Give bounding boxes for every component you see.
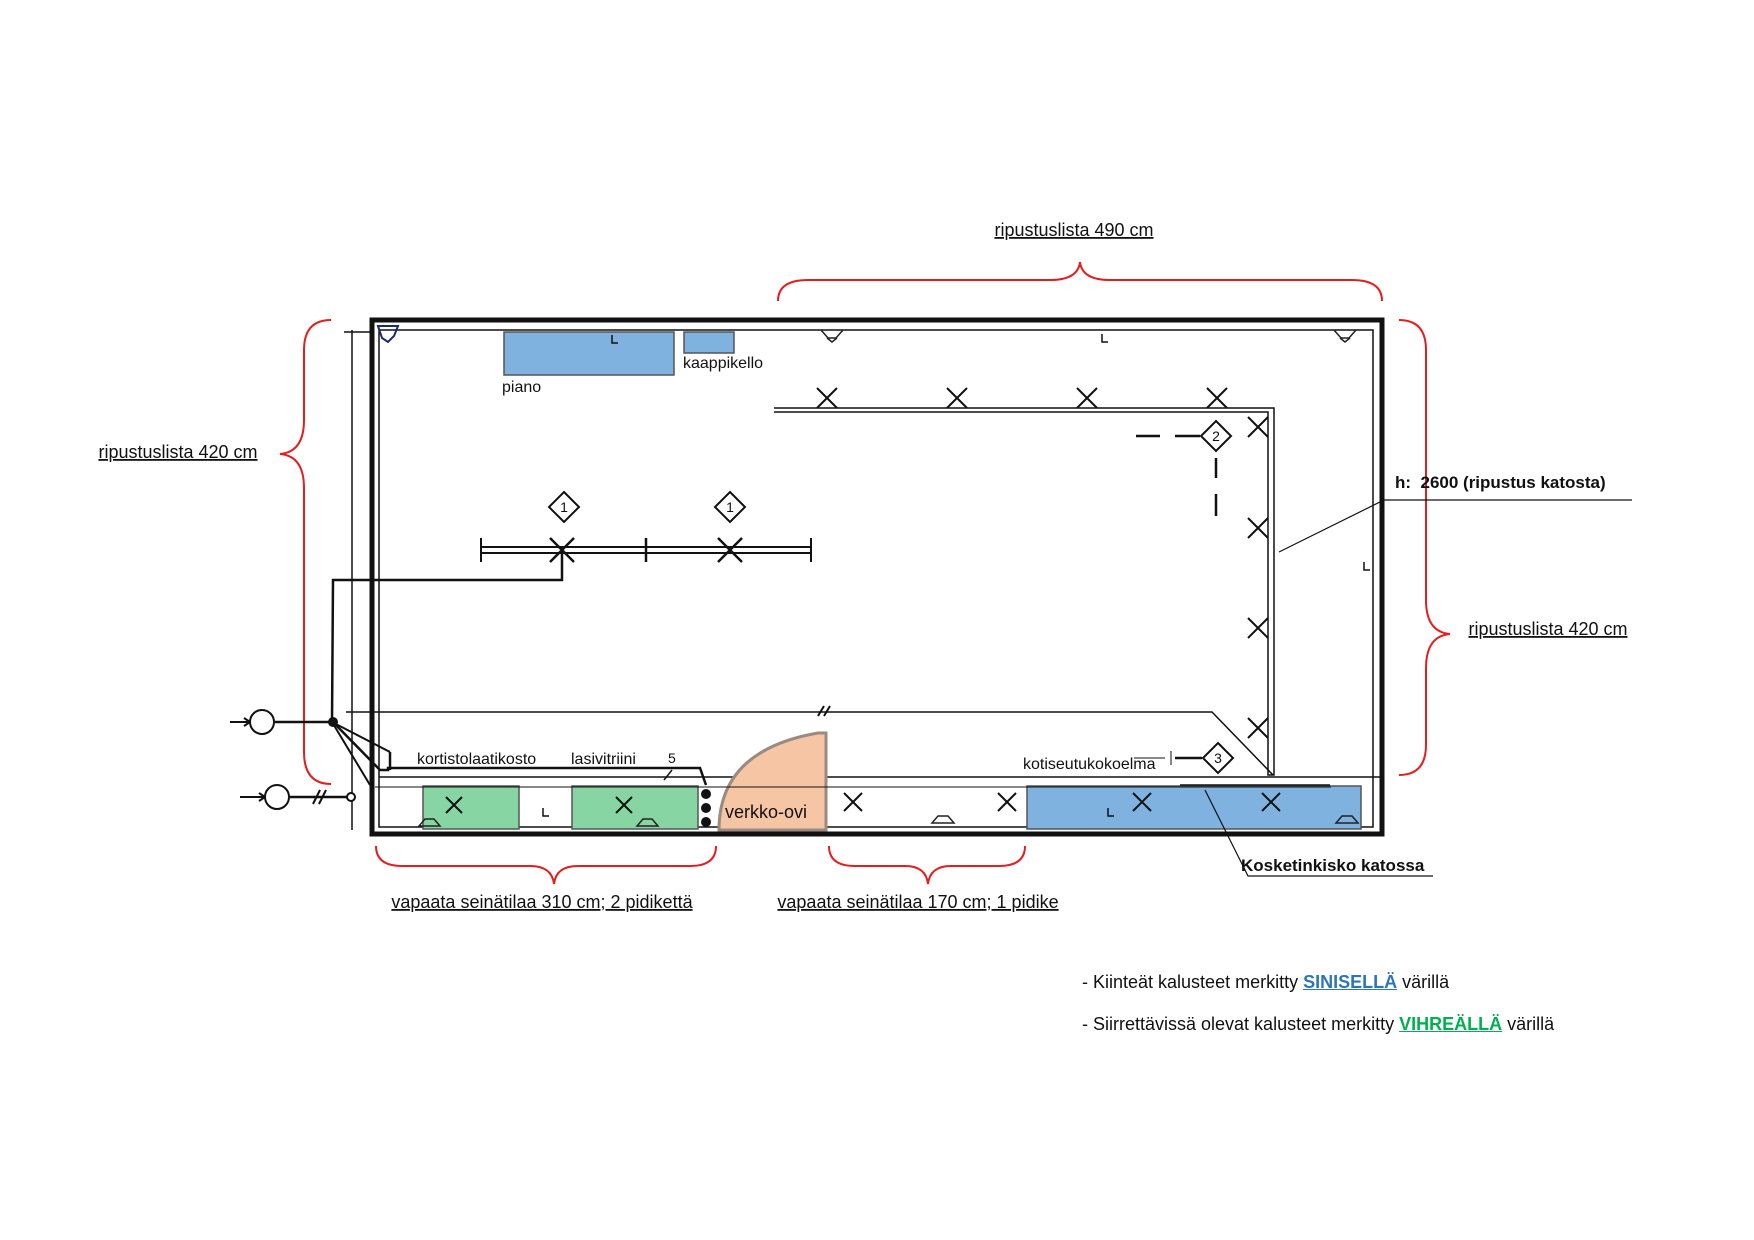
fixture-x-icon [1261, 792, 1281, 812]
legend-movable-prefix: - Siirrettävissä olevat kalusteet merkit… [1082, 1014, 1400, 1034]
markers [547, 419, 1235, 775]
legend-fixed-suffix: värillä [1397, 972, 1450, 992]
fixture-x-icon [843, 792, 863, 812]
rail-note: Kosketinkisko katossa [1241, 856, 1425, 875]
fixture-x-icon [1247, 416, 1269, 438]
legend-movable-suffix: värillä [1502, 1014, 1555, 1034]
door-swing [717, 731, 828, 832]
piano-block [503, 331, 675, 376]
fixture-x-icon [997, 792, 1017, 812]
room-walls [344, 317, 1385, 837]
brace-left [279, 319, 332, 785]
wall-lamp-icon [930, 815, 956, 824]
outlet-upper [249, 709, 275, 735]
leader-lines [1204, 499, 1632, 877]
legend-movable: - Siirrettävissä olevat kalusteet merkit… [1082, 1014, 1554, 1035]
outlet-lower [264, 784, 290, 810]
fixture-x-icon [1076, 387, 1098, 409]
wall-lamp-icon [820, 329, 844, 343]
wire-count-label: 5 [668, 750, 676, 766]
marker-1b-icon [713, 490, 747, 524]
socket-symbols [376, 325, 1360, 827]
fixture-x-icon [1132, 792, 1152, 812]
verkko-ovi-label: verkko-ovi [725, 802, 807, 822]
light-fixtures [445, 387, 1281, 814]
marker-3-number: 3 [1214, 750, 1222, 766]
lasivitriini-block [571, 785, 699, 830]
kaappikello-block [683, 331, 735, 354]
outer-wall [369, 317, 1385, 837]
suspended-rod [480, 537, 812, 563]
marker-1a-icon [547, 490, 581, 524]
rod-fixture-x-icon [549, 537, 575, 563]
dim-left-label: ripustuslista 420 cm [98, 442, 257, 462]
kotiseutukokoelma-label: kotiseutukokoelma [1023, 756, 1156, 773]
wall-lamp-icon [635, 818, 660, 827]
fixed-furniture [503, 331, 1362, 830]
brace-top [777, 261, 1383, 302]
legend-fixed-keyword: SINISELLÄ [1303, 972, 1398, 992]
wiring [275, 547, 708, 799]
marker-3-icon [1201, 741, 1235, 775]
brace-bottom-middle [828, 845, 1026, 885]
fixture-x-icon [946, 387, 968, 409]
rod-fixture-x-icon [717, 537, 743, 563]
kortistolaatikosto-block [422, 785, 520, 830]
fixture-x-icon [1247, 617, 1269, 639]
ceiling-track [346, 407, 1331, 788]
lasivitriini-label: lasivitriini [571, 751, 636, 768]
fixture-x-icon [445, 796, 463, 814]
door [717, 731, 828, 832]
piano-label: piano [502, 379, 541, 396]
inner-wall [378, 329, 1374, 828]
fixture-x-icon [615, 796, 633, 814]
kortistolaatikosto-label: kortistolaatikosto [417, 751, 536, 768]
dim-top-label: ripustuslista 490 cm [994, 220, 1153, 240]
dim-bottom-middle-label: vapaata seinätilaa 170 cm; 1 pidike [777, 892, 1058, 912]
wall-lamp-icon [1334, 815, 1360, 824]
brace-right [1398, 319, 1451, 776]
legend-fixed: - Kiinteät kalusteet merkitty SINISELLÄ … [1082, 972, 1449, 993]
fixture-x-icon [1247, 517, 1269, 539]
fixture-x-icon [816, 387, 838, 409]
marker-2-number: 2 [1212, 428, 1220, 444]
marker-2-icon [1199, 419, 1233, 453]
wall-lamp-icon [417, 818, 442, 827]
movable-furniture [422, 785, 699, 830]
dimension-braces [279, 261, 1451, 885]
brace-bottom-left [375, 845, 717, 885]
fixture-x-icon [1247, 717, 1269, 739]
dim-bottom-left-label: vapaata seinätilaa 310 cm; 2 pidikettä [391, 892, 693, 912]
wall-lamp-icon [1333, 329, 1357, 343]
kotiseutukokoelma-block [1026, 785, 1362, 830]
height-note: h: 2600 (ripustus katosta) [1395, 473, 1606, 492]
dim-right-label: ripustuslista 420 cm [1468, 619, 1627, 639]
fixture-x-icon [1206, 387, 1228, 409]
legend-fixed-prefix: - Kiinteät kalusteet merkitty [1082, 972, 1304, 992]
marker-1b-number: 1 [726, 499, 734, 515]
corner-symbol-icon [376, 325, 400, 344]
legend-movable-keyword: VIHREÄLLÄ [1399, 1014, 1503, 1034]
kaappikello-label: kaappikello [683, 355, 763, 372]
marker-1a-number: 1 [560, 499, 568, 515]
wire-nodes [701, 789, 711, 827]
